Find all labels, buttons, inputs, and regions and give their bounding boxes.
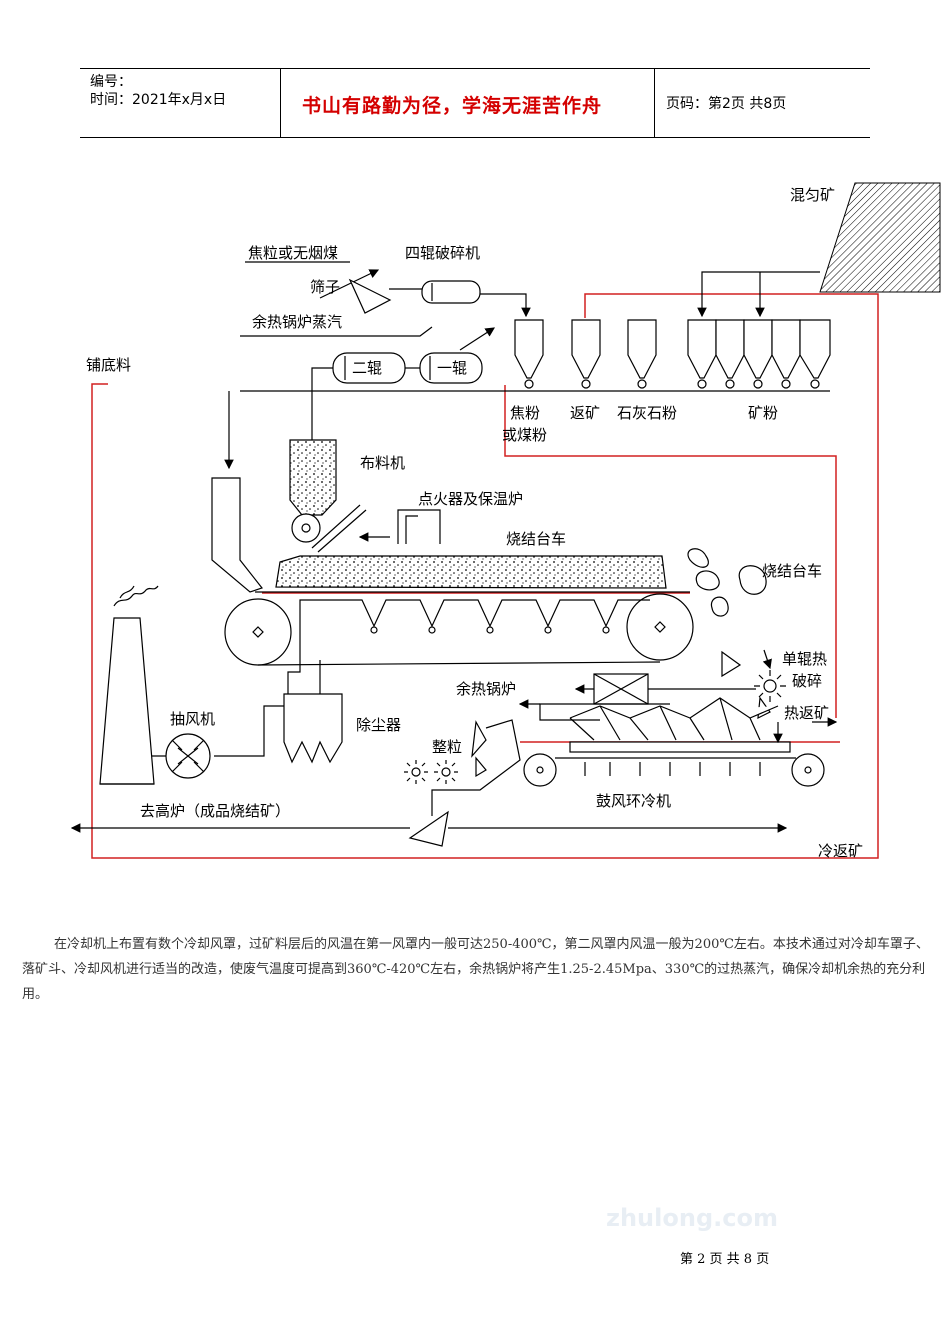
sinter-chunks [687,548,771,720]
annular-cooler [523,697,825,787]
label-waste-heat-steam: 余热锅炉蒸汽 [252,313,342,331]
dust-and-fan [148,660,343,779]
igniter [358,509,441,544]
label-sinter-car: 烧结台车 [506,530,566,548]
label-to-blast-furnace: 去高炉（成品烧结矿） [140,802,290,820]
page-header: 编号： 时间：2021年x月x日 书山有路勤为径，学海无涯苦作舟 页码：第2页 … [80,68,870,138]
waste-heat-boiler [518,673,756,721]
label-limestone: 石灰石粉 [617,404,677,422]
label-coke-or-coal: 焦粒或无烟煤 [248,244,338,262]
label-second-roll: 二辊 [352,359,382,377]
label-ore-powder: 矿粉 [748,404,778,422]
chimney [99,585,159,785]
sizing-screens [70,719,788,847]
header-motto: 书山有路勤为径，学海无涯苦作舟 [302,95,603,117]
label-mixed-ore: 混匀矿 [790,186,835,204]
label-first-roll: 一辊 [437,359,467,377]
mixed-ore-pile [819,182,941,293]
document-time: 时间：2021年x月x日 [90,92,227,108]
label-waste-heat-boiler: 余热锅炉 [456,680,516,698]
label-screen: 筛子 [310,278,340,296]
label-feeder: 布料机 [360,454,405,472]
label-exhaust-fan: 抽风机 [170,710,215,728]
header-divider [654,69,655,137]
single-roll-crusher-symbol [754,649,786,702]
roll-crushers [240,326,496,440]
label-return-ore: 返矿 [570,404,600,422]
coke-feed [245,261,531,318]
hearth-layer-hopper [211,391,263,593]
label-coal-powder: 或煤粉 [502,426,547,444]
label-dust-collector: 除尘器 [356,716,401,734]
label-hot-return: 热返矿 [784,704,829,722]
header-page-info: 页码：第2页 共8页 [666,96,787,112]
watermark: zhulong.com [606,1204,778,1232]
label-cooler: 鼓风环冷机 [596,792,671,810]
feeder [289,439,367,553]
label-single-roll-2: 破碎 [792,672,822,690]
material-bins [514,319,831,389]
four-roll-crusher [421,280,481,304]
label-hearth-layer: 铺底料 [86,356,131,374]
label-coke-powder: 焦粉 [510,404,540,422]
label-cold-return: 冷返矿 [818,842,863,860]
label-single-roll-1: 单辊热 [782,650,827,668]
page-footer: 第 2 页 共 8 页 [680,1252,770,1267]
label-igniter: 点火器及保温炉 [418,490,523,508]
ore-feed-lines [697,271,820,318]
sinter-strand [224,555,694,670]
label-four-roll-crusher: 四辊破碎机 [405,244,480,262]
document-number-label: 编号： [90,74,132,90]
header-divider [280,69,281,137]
body-paragraph: 在冷却机上布置有数个冷却风罩，过矿料层后的风温在第一风罩内一般可达250-400… [22,937,929,1002]
header-meta: 编号： 时间：2021年x月x日 [90,73,226,109]
label-sinter-car-2: 烧结台车 [762,562,822,580]
label-sizing: 整粒 [432,738,462,756]
sintering-process-diagram: 混匀矿 焦粒或无烟煤 四辊破碎机 筛子 余热锅炉蒸汽 二辊 一辊 铺底料 焦粉 … [70,182,941,860]
